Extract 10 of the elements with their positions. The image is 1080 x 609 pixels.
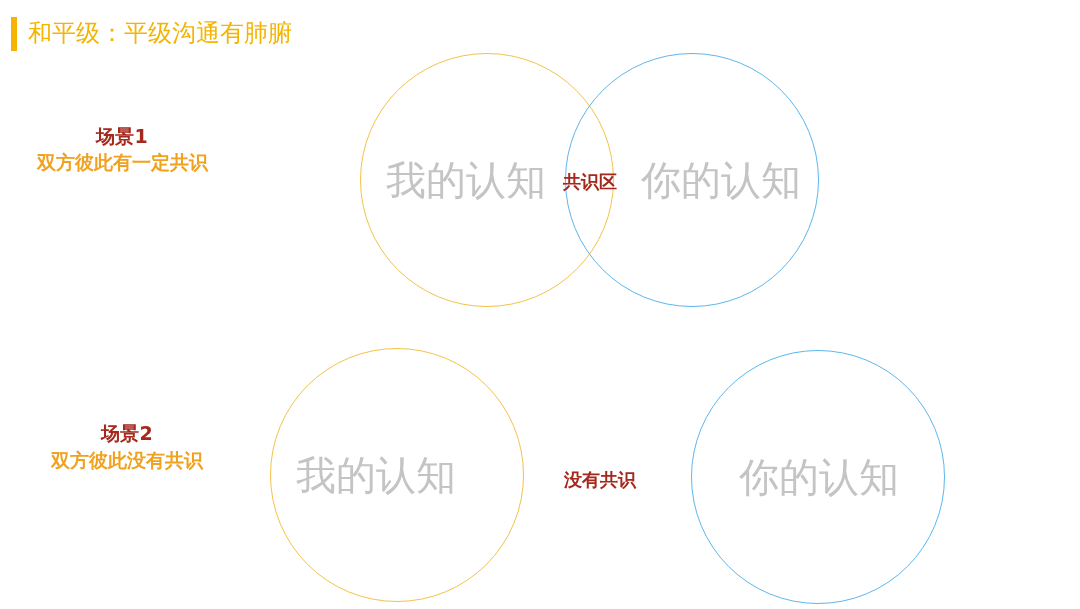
scenario-heading: 场景1 — [96, 124, 148, 149]
circle-label: 我的认知 — [386, 155, 546, 205]
circle-label: 我的认知 — [296, 450, 456, 500]
title: 和平级：平级沟通有肺腑 — [28, 18, 292, 49]
circle-label: 你的认知 — [641, 155, 801, 205]
circle-label: 你的认知 — [739, 452, 899, 502]
gap-label: 没有共识 — [564, 468, 636, 492]
scenario-description: 双方彼此没有共识 — [51, 448, 203, 473]
scenario-description: 双方彼此有一定共识 — [36, 150, 208, 175]
scenario-heading: 场景2 — [101, 421, 153, 446]
